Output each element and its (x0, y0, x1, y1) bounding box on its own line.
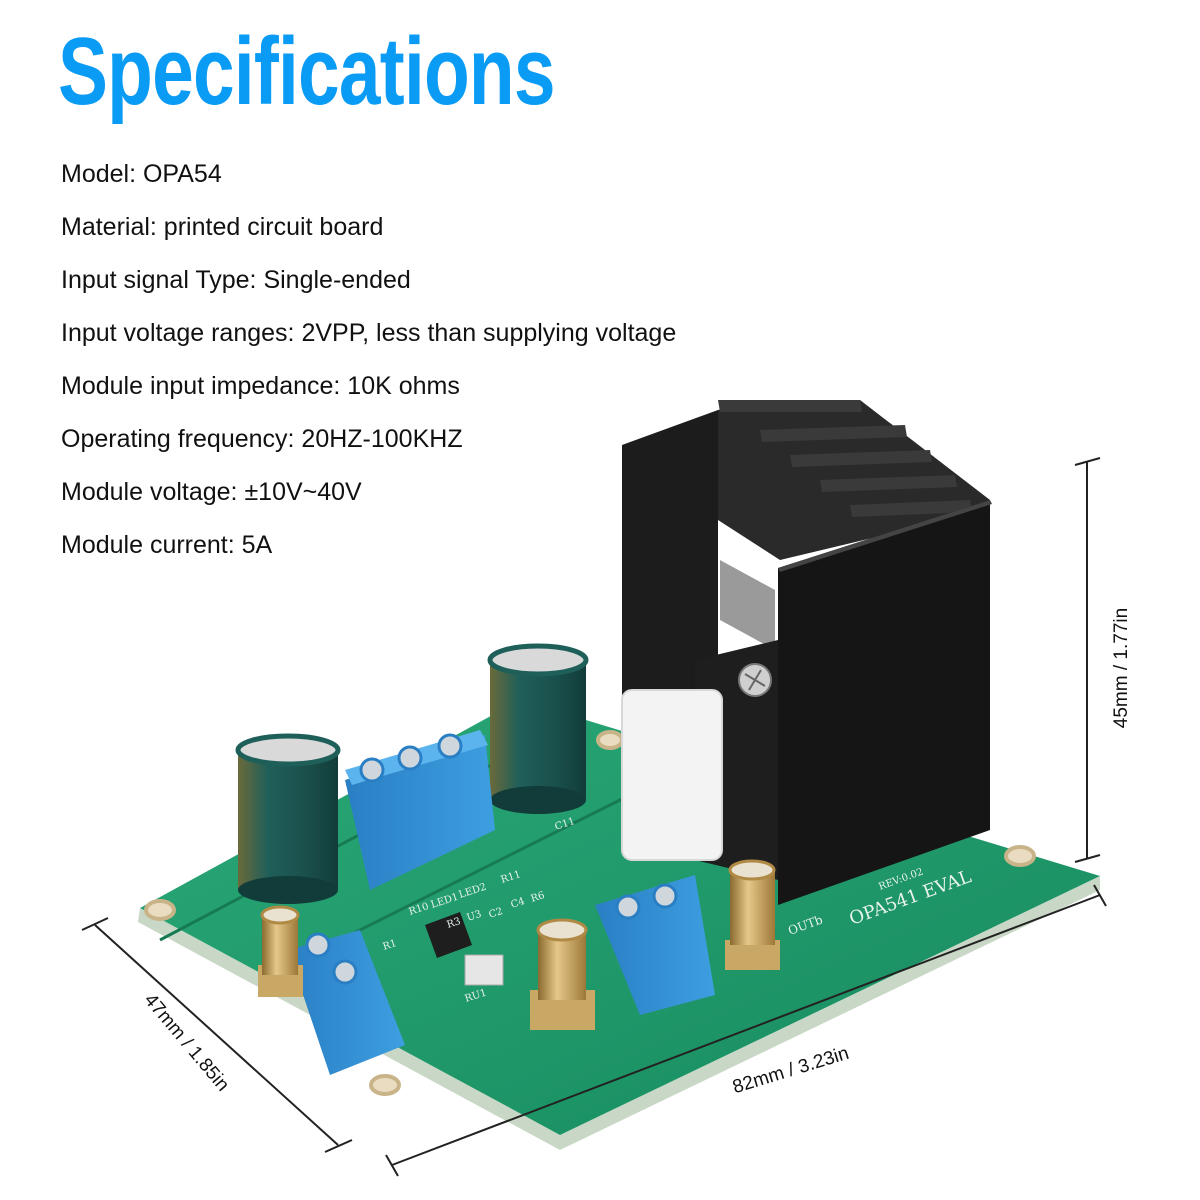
spec-list: Model: OPA54 Material: printed circuit b… (61, 148, 676, 572)
mounting-hole (144, 899, 176, 921)
terminal-block-3pin (345, 730, 495, 890)
spec-operating-frequency: Operating frequency: 20HZ-100KHZ (61, 425, 463, 453)
spec-input-voltage-range: Input voltage ranges: 2VPP, less than su… (61, 319, 677, 347)
silk-r3: R3 (446, 916, 463, 931)
spec-material: Material: printed circuit board (61, 213, 384, 241)
dimension-lines (81, 457, 1107, 1177)
spec-model: Model: OPA54 (61, 160, 222, 188)
trimmer-potentiometer (464, 954, 504, 986)
mounting-hole (1004, 845, 1036, 867)
silk-u3: U3 (466, 909, 483, 924)
heatsink (622, 400, 992, 905)
silk-c2: C2 (488, 906, 505, 921)
terminal-block-2pin (595, 875, 715, 1015)
mounting-hole (596, 730, 624, 750)
sma-connector (725, 859, 780, 970)
ic-chip (425, 912, 472, 958)
white-connector (621, 689, 723, 861)
page-title: Specifications (58, 18, 556, 125)
capacitor (487, 643, 589, 814)
width-dimension-line (391, 894, 1101, 1166)
silk-c4: C4 (510, 896, 527, 911)
spec-input-signal-type: Input signal Type: Single-ended (61, 266, 411, 294)
terminal-block-2pin (288, 930, 405, 1075)
spec-module-current: Module current: 5A (61, 531, 273, 559)
spec-module-voltage: Module voltage: ±10V~40V (61, 478, 362, 506)
capacitor (235, 733, 341, 904)
silk-r1: R1 (382, 938, 399, 953)
silk-r6: R6 (530, 890, 547, 905)
sma-connector (530, 918, 595, 1030)
mounting-hole (369, 1074, 401, 1096)
height-dimension-label: 45mm / 1.77in (1111, 607, 1132, 729)
sma-connector (258, 905, 303, 997)
spec-input-impedance: Module input impedance: 10K ohms (61, 372, 460, 400)
depth-dimension-line (94, 924, 339, 1146)
